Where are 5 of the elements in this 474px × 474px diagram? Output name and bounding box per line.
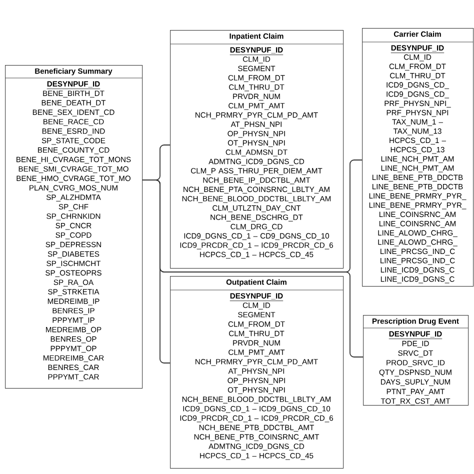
table: [362, 28, 474, 287]
table: [4, 65, 143, 389]
table: [362, 315, 469, 406]
table: [170, 30, 344, 269]
table: [170, 276, 344, 469]
